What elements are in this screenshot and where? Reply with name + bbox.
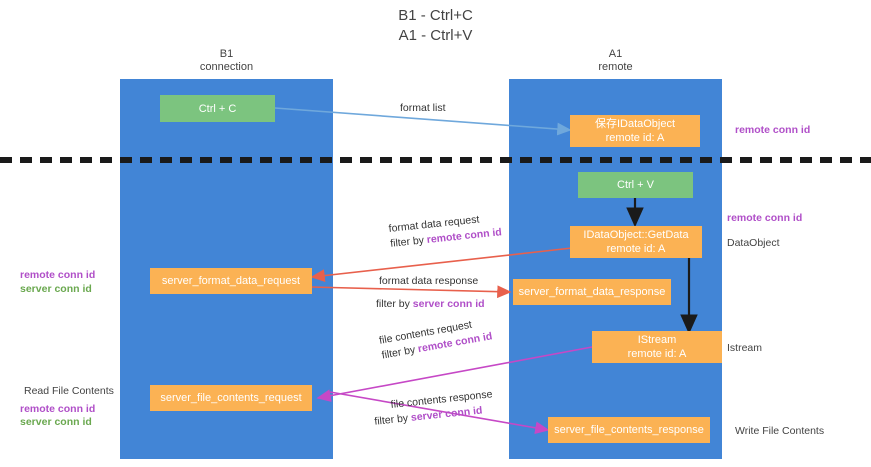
diagram-title: B1 - Ctrl+C A1 - Ctrl+V	[0, 6, 871, 46]
edge-label-format-data-response-line2: filter by server conn id	[376, 297, 485, 312]
title-line-2: A1 - Ctrl+V	[398, 27, 473, 44]
filter-by-prefix-4: filter by	[373, 411, 412, 428]
arrow-file-contents-response	[329, 391, 550, 435]
box-idataobject-getdata[interactable]: IDataObject::GetData remote id: A	[570, 226, 702, 258]
label-left-remote-conn-id-2: remote conn id	[20, 403, 96, 415]
box-idataobject[interactable]: 保存IDataObject remote id: A	[570, 115, 700, 147]
column-caption-a1: A1 remote	[509, 48, 722, 74]
column-a1-name: A1	[608, 48, 623, 60]
label-dataobject: DataObject	[727, 237, 780, 249]
edge-label-format-list: format list	[400, 102, 446, 114]
label-read-file-contents: Read File Contents	[24, 385, 114, 397]
filter-by-prefix-1: filter by	[389, 234, 428, 250]
box-getdata-line2: remote id: A	[606, 243, 666, 255]
arrow-format-list	[274, 107, 572, 136]
box-ctrl-v-label: Ctrl + V	[617, 179, 654, 191]
arrow-format-data-response	[310, 285, 512, 299]
column-caption-b1: B1 connection	[120, 48, 333, 74]
label-istream: Istream	[727, 342, 763, 354]
box-server-format-data-response-label: server_format_data_response	[518, 286, 666, 298]
box-idataobject-line1: 保存IDataObject	[594, 118, 676, 130]
box-idataobject-line2: remote id: A	[605, 132, 665, 144]
box-istream-line1: IStream	[637, 334, 677, 346]
box-istream[interactable]: IStream remote id: A	[592, 331, 722, 363]
arrow-file-contents-request	[316, 346, 593, 402]
box-server-file-contents-request-label: server_file_contents_request	[160, 392, 302, 404]
column-a1-sub: remote	[598, 61, 633, 73]
label-left-remote-conn-id-1: remote conn id	[20, 269, 96, 281]
title-line-1: B1 - Ctrl+C	[398, 7, 473, 24]
box-ctrl-c-label: Ctrl + C	[198, 102, 237, 115]
edge-label-format-data-response-line1: format data response	[379, 275, 479, 287]
box-getdata-line1: IDataObject::GetData	[583, 229, 689, 241]
column-b1-name: B1	[219, 48, 234, 60]
filter-by-prefix-2: filter by	[376, 298, 413, 310]
label-remote-conn-id-mid: remote conn id	[727, 212, 803, 224]
box-ctrl-v[interactable]: Ctrl + V	[578, 172, 693, 198]
box-server-file-contents-response-label: server_file_contents_response	[554, 424, 704, 436]
box-server-format-data-request[interactable]: server_format_data_request	[150, 268, 312, 294]
label-write-file-contents: Write File Contents	[735, 425, 825, 437]
filter-by-server-conn-id-1: server conn id	[412, 298, 485, 310]
box-server-format-data-request-label: server_format_data_request	[161, 275, 301, 287]
arrow-format-data-request	[310, 247, 573, 282]
label-left-server-conn-id-1: server conn id	[20, 283, 92, 295]
box-server-format-data-response[interactable]: server_format_data_response	[513, 279, 671, 305]
box-istream-line2: remote id: A	[627, 348, 687, 360]
edge-label-format-data-response: format data response filter by server co…	[376, 274, 485, 312]
label-left-server-conn-id-2: server conn id	[20, 416, 92, 428]
label-remote-conn-id-top: remote conn id	[735, 124, 811, 136]
box-server-file-contents-response[interactable]: server_file_contents_response	[548, 417, 710, 443]
column-b1-sub: connection	[199, 61, 254, 73]
box-ctrl-c[interactable]: Ctrl + C	[160, 95, 275, 122]
box-server-file-contents-request[interactable]: server_file_contents_request	[150, 385, 312, 411]
